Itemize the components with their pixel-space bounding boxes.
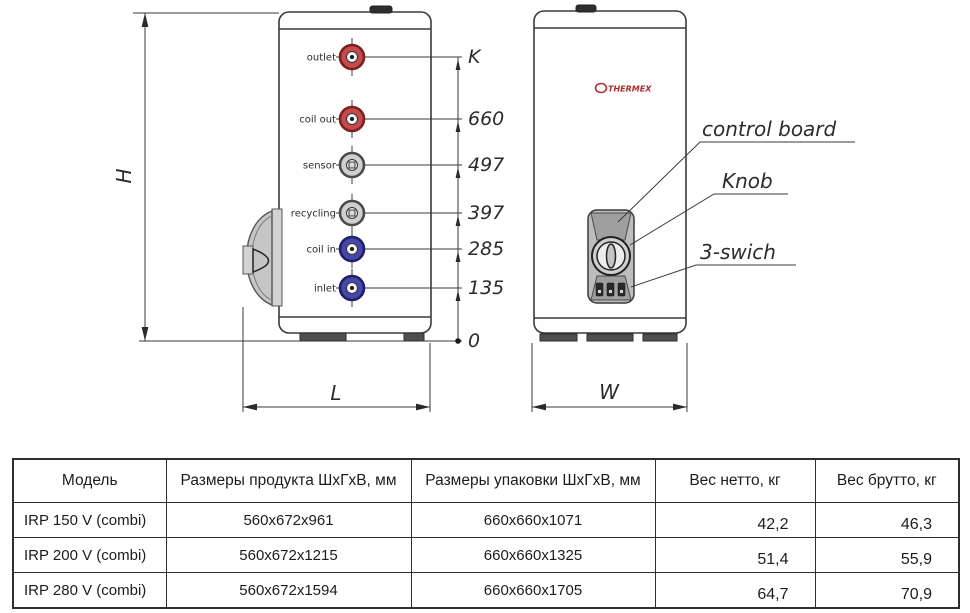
technical-drawing: H 0 [112,4,855,412]
control-panel [587,209,635,304]
port-inlet: inlet 135 [314,269,504,307]
port-ring [338,235,366,263]
callout-label: 3-swich [700,240,776,264]
port-label: coil out [299,115,336,126]
callout-label: control board [702,117,837,141]
port-ring [338,43,366,71]
arrow-right-icon [673,403,687,411]
front-top-cap [369,5,393,14]
cell-package: 660x660x1071 [410,502,656,538]
cell-model: IRP 200 V (combi) [12,537,167,573]
callout-control-board: control board [617,117,855,223]
port-label: recycling [291,209,336,220]
table-header-row: Модель Размеры продукта ШхГхВ, мм Размер… [12,458,960,503]
cell-package: 660x660x1705 [410,572,656,609]
port-label: coil in [307,245,336,256]
flange-plate [271,208,283,307]
cell-net: 42,2 [654,502,816,538]
brand-logo: THERMEX [594,82,652,94]
port-ring [338,199,366,227]
port-ring [338,105,366,133]
level-value: 660 [468,108,504,130]
cell-package: 660x660x1325 [410,537,656,573]
port-label: inlet [314,284,336,295]
tick-arrow-icon [455,59,461,70]
header-gross-weight: Вес брутто, кг [814,458,960,503]
port-label: outlet [307,53,336,64]
header-net-weight: Вес нетто, кг [654,458,816,503]
header-product-dims: Размеры продукта ШхГхВ, мм [165,458,412,503]
tick-arrow-icon [455,215,461,226]
level-value: K [468,46,482,68]
width-label: W [599,380,620,404]
port-ring [338,151,366,179]
tick-arrow-icon [455,290,461,301]
port-coil-in: coil in 285 [307,230,504,268]
cell-net: 64,7 [654,572,816,609]
level-value: 135 [468,277,504,299]
port-sensor: sensor 497 [303,146,504,184]
front-foot-left [299,332,347,342]
port-recycling: recycling 397 [291,194,504,232]
spec-table-container: Модель Размеры продукта ШхГхВ, мм Размер… [12,458,960,609]
flange-lens [252,247,270,274]
cell-net: 51,4 [654,537,816,573]
length-dimension: L [242,307,431,412]
three-switch [595,282,626,297]
arrow-up-icon [141,13,149,27]
arrow-right-icon [416,403,430,411]
height-label: H [112,168,136,183]
port-label: sensor [303,161,337,172]
spec-table: Модель Размеры продукта ШхГхВ, мм Размер… [12,458,960,609]
level-value: 497 [468,154,504,176]
header-model: Модель [12,458,167,503]
tick-arrow-icon [455,121,461,132]
cell-product: 560x672x961 [165,502,412,538]
cell-product: 560x672x1594 [165,572,412,609]
side-tank-body [533,10,687,334]
side-top-cap [575,4,597,13]
arrow-left-icon [243,403,257,411]
level-value: 397 [468,202,504,224]
arrow-down-icon [141,327,149,341]
flange-dome [242,208,283,307]
side-foot-2 [586,333,634,342]
flange-cap [242,245,254,275]
knob-pointer [605,243,617,269]
zero-label: 0 [468,330,480,352]
arrow-left-icon [532,403,546,411]
table-row: IRP 280 V (combi) 560x672x1594 660x660x1… [12,572,960,609]
width-dimension: W [531,343,688,412]
cell-model: IRP 150 V (combi) [12,502,167,538]
cell-gross: 46,3 [814,502,960,538]
side-foot-3 [642,333,678,342]
cell-product: 560x672x1215 [165,537,412,573]
table-row: IRP 200 V (combi) 560x672x1215 660x660x1… [12,537,960,573]
brand-emblem-icon [594,82,608,94]
cell-model: IRP 280 V (combi) [12,572,167,609]
table-row: IRP 150 V (combi) 560x672x961 660x660x10… [12,502,960,538]
tick-arrow-icon [455,251,461,262]
cell-gross: 70,9 [814,572,960,609]
callout-knob: Knob [629,169,788,246]
panel-top-shade [590,212,632,241]
side-view: THERMEX [531,4,855,412]
port-coil-out: coil out 660 [299,100,504,138]
tick-arrow-icon [455,167,461,178]
cell-gross: 55,9 [814,537,960,573]
brand-name: THERMEX [608,85,652,94]
level-value: 285 [468,238,504,260]
zero-dot-icon [455,338,461,344]
front-foot-right [403,332,425,342]
length-label: L [330,381,341,405]
callout-label: Knob [722,169,773,193]
port-outlet: outlet K [307,38,482,76]
callout-3-switch: 3-swich [630,240,796,288]
header-package-dims: Размеры упаковки ШхГхВ, мм [410,458,656,503]
side-foot-1 [539,333,578,342]
port-ring [338,274,366,302]
front-view: H 0 [112,5,504,412]
